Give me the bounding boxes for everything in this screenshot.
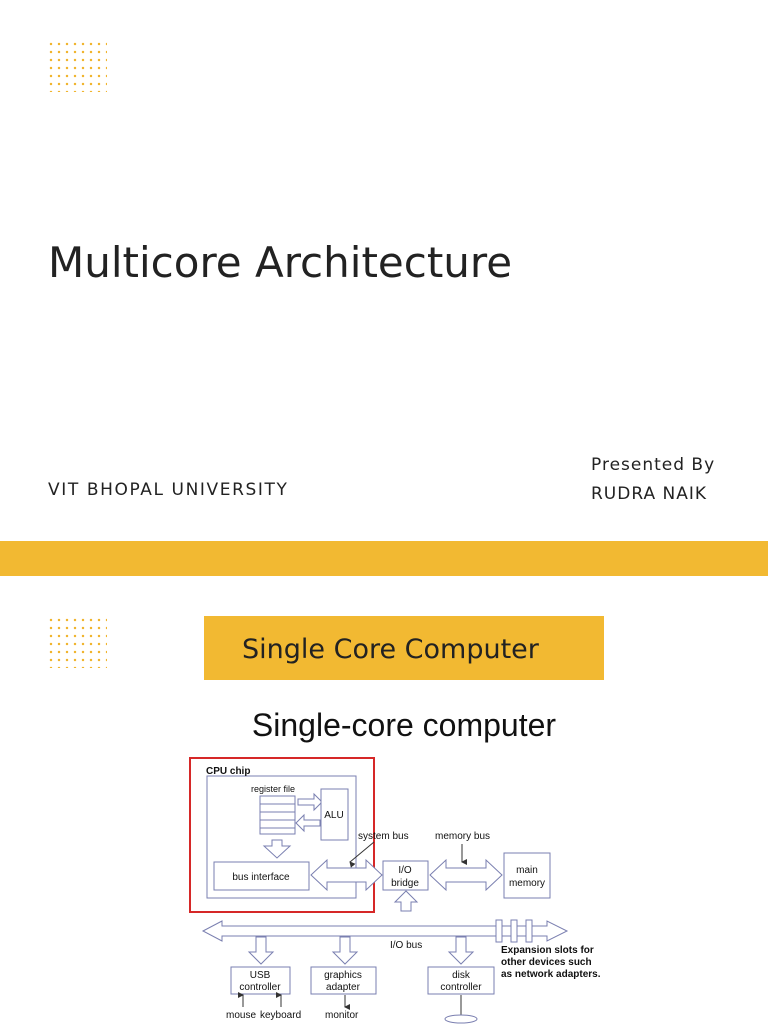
cpu-chip-label: CPU chip [206,766,250,777]
graphics-label-2: adapter [326,982,361,993]
memory-bus-arrow [429,858,503,892]
expansion-label-3: as network adapters. [501,969,601,980]
monitor-label: monitor [325,1010,359,1021]
single-core-diagram: Single-core computer CPU chip register f… [189,707,601,1024]
bus-interface-box [213,861,310,891]
cpu-chip-inner [206,775,357,899]
presenter-block: Presented By RUDRA NAIK [591,451,715,509]
cpu-chip-outline [189,757,375,913]
system-bus-label: system bus [358,831,409,842]
decorative-dots [47,616,107,668]
usb-controller-box [230,966,291,995]
university-name: VIT BHOPAL UNIVERSITY [48,480,289,500]
bus-interface-label: bus interface [232,872,290,883]
expansion-label-1: Expansion slots for [501,945,594,956]
disk-label-2: controller [440,982,482,993]
disk-drop-arrow [447,936,475,965]
presented-by-label: Presented By [591,455,716,475]
decorative-dots [47,40,107,92]
graphics-adapter-box [310,966,377,995]
memory-bus-label: memory bus [435,831,490,842]
presenter-name: RUDRA NAIK [591,484,708,504]
main-memory-box [503,852,551,899]
slide2-title-box [204,616,604,680]
register-file-label: register file [251,784,295,794]
bridge-io-connector [393,890,419,912]
reg-bus-arrow [262,839,292,859]
slide-title: Multicore Architecture [48,238,513,287]
graphics-label-1: graphics [324,970,362,981]
io-bridge-box [382,860,429,891]
io-bus-label: I/O bus [390,940,422,951]
graphics-drop-arrow [331,936,359,965]
usb-label-1: USB [250,970,271,981]
alu-label: ALU [324,810,343,821]
disk-label-1: disk [452,970,471,981]
main-memory-label-2: memory [509,878,545,889]
alu-box [320,788,349,841]
alu-to-reg-arrow [295,813,321,833]
expansion-label-2: other devices such [501,957,592,968]
main-memory-label-1: main [516,865,538,876]
usb-drop-arrow [247,936,275,965]
slide2-title: Single Core Computer [242,634,539,665]
expansion-slots [495,919,533,943]
usb-label-2: controller [239,982,281,993]
disk-icon [444,1014,478,1024]
io-bridge-label-2: bridge [391,878,419,889]
io-bridge-label-1: I/O [398,865,412,876]
system-bus-arrow [310,858,383,892]
reg-to-alu-arrow [297,792,323,812]
io-bus-arrow [201,920,569,942]
keyboard-label: keyboard [260,1010,301,1021]
register-file [259,795,296,835]
mouse-label: mouse [226,1010,256,1021]
diagram-heading: Single-core computer [252,707,556,743]
disk-controller-box [427,966,495,995]
slide-divider [0,541,768,576]
